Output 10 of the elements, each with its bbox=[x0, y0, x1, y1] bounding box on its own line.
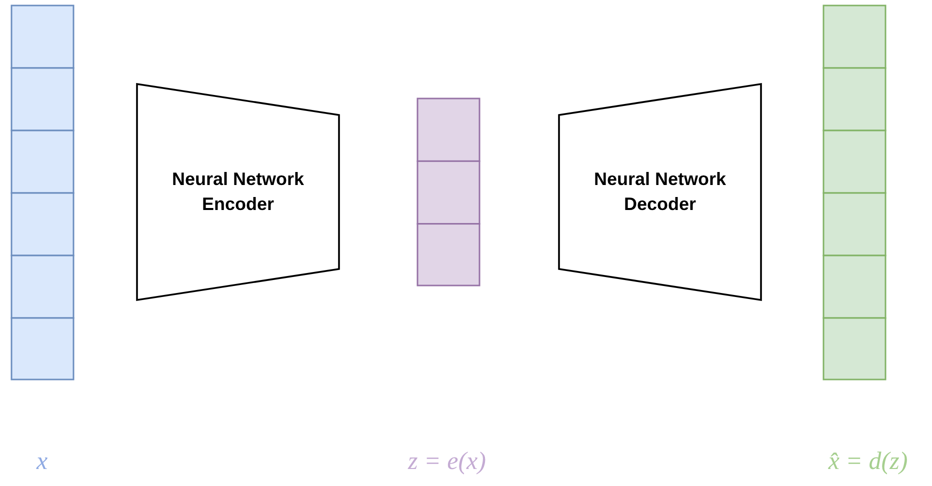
decoder-trapezoid bbox=[558, 83, 762, 301]
vector-bar bbox=[11, 5, 74, 380]
math-label: x bbox=[36, 448, 48, 476]
vector-bar bbox=[823, 5, 886, 380]
vector-bar bbox=[417, 98, 480, 286]
network-label: Neural Network Encoder bbox=[170, 168, 306, 216]
math-label: z = e(x) bbox=[408, 448, 486, 476]
network-label: Neural Network Decoder bbox=[592, 168, 728, 216]
encoder-trapezoid bbox=[136, 83, 340, 301]
math-label: x̂ = d(z) bbox=[828, 448, 908, 476]
